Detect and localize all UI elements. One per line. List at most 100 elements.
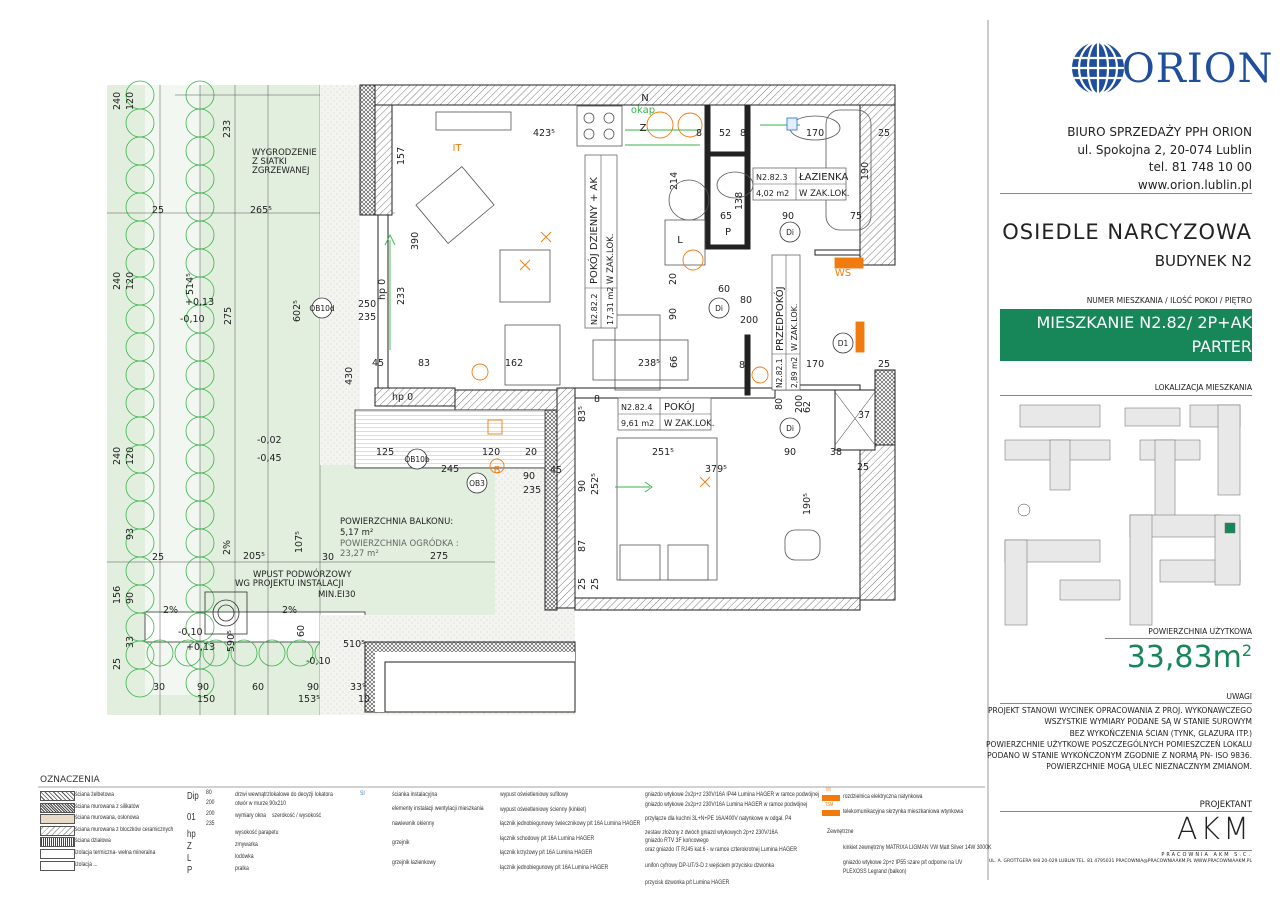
plan-tag: D1	[838, 339, 849, 348]
dimension-label: 25	[857, 462, 869, 473]
dimension-label: 90	[523, 471, 535, 482]
legend-symbol-label: pralka	[235, 865, 249, 872]
room-note: W ZAK.LOK.	[790, 304, 799, 351]
legend-symbol-value: 200	[206, 799, 215, 806]
lighting-legend-label: wypust oświetleniowy sufitowy	[500, 791, 569, 798]
balcony-area-label: POWIERZCHNIA BALKONU:	[340, 517, 453, 527]
dimension-label: 90	[782, 211, 794, 222]
fence-note: Z SIATKI	[252, 157, 287, 167]
dimension-label: 200	[740, 315, 758, 326]
room-id: N2.82.3	[756, 173, 787, 182]
dimension-label: 33	[125, 636, 136, 648]
board-icon	[822, 795, 840, 801]
ventilation	[384, 117, 800, 493]
room-area: 2,89 m2	[790, 357, 799, 388]
tag-circle	[779, 221, 801, 243]
building-name: BUDYNEK N2	[1154, 252, 1252, 270]
tag-circle	[406, 448, 428, 470]
dimension-label: 25	[590, 578, 601, 590]
fence-note: WYGRODZENIE	[252, 148, 317, 158]
room-label-hall: N2.82.1 2,89 m2 PRZEDPOKÓJ W ZAK.LOK.	[771, 254, 801, 391]
notes: PROJEKT STANOWI WYCINEK OPRACOWANIA Z PR…	[986, 705, 1252, 773]
dimension-label: 25	[878, 128, 890, 139]
note-line: BEZ WYKOŃCZENIA ŚCIAN (TYNK, GLAZURA ITP…	[1069, 728, 1252, 738]
hedge-icon	[230, 639, 258, 667]
dimension-label: 120	[125, 92, 136, 110]
wall-swatch-icon	[40, 791, 75, 801]
note-line: POWIERZCHNIE UŻYTKOWE POSZCZEGÓLNYCH POM…	[986, 739, 1252, 749]
dimension-label: 25	[152, 552, 164, 563]
dimension-label: 90	[577, 480, 588, 492]
dimension-label: 233	[396, 287, 407, 305]
wall-legend-label: ściana żelbetowa	[75, 791, 114, 798]
tag-circle	[311, 297, 333, 319]
dimension-label: 10	[358, 694, 370, 705]
dimension-label: 423⁵	[533, 128, 555, 139]
dimension-label: -0,45	[257, 453, 282, 464]
room-label-bathroom: N2.82.3 4,02 m2 ŁAZIENKA W ZAK.LOK.	[752, 167, 849, 201]
wall-swatch-icon	[40, 814, 75, 825]
dimension-label: 240	[112, 272, 123, 290]
sales-office: BIURO SPRZEDAŻY PPH ORION ul. Spokojna 2…	[1067, 124, 1252, 194]
location-caption: LOKALIZACJA MIESZKANIA	[1154, 383, 1252, 392]
balcony-area: 5,17 m²	[340, 528, 373, 538]
balcony	[354, 409, 546, 469]
legend-symbol: Z	[187, 841, 192, 852]
lighting-legend-label: wypust oświetleniowy ścienny (kinkiet)	[500, 805, 587, 813]
dimension-label: 153⁵	[298, 694, 320, 705]
dimension-label: 38	[830, 447, 842, 458]
dimension-label: 235	[358, 312, 376, 323]
area-caption: POWIERZCHNIA UŻYTKOWA	[1148, 627, 1252, 636]
room-note: W ZAK.LOK.	[606, 234, 616, 284]
room-label-living: N2.82.2 17,31 m2 POKÓJ DZIENNY + AK W ZA…	[584, 154, 618, 329]
estate-name: OSIEDLE NARCYZOWA	[1002, 220, 1252, 244]
divider	[1000, 811, 1252, 812]
socket-legend-label: oraz gniazdo IT RJ45 kat.6 - w ramce czt…	[645, 846, 798, 853]
room-label-bedroom: N2.82.4 9,61 m2 POKÓJ W ZAK.LOK.	[617, 397, 714, 431]
apartment-box: MIESZKANIE N2.82/ 2P+AK PARTER	[1000, 309, 1252, 361]
outdoor-legend-label: gniazdo wtykowe 2p+z IP55 szare p/t odpo…	[843, 859, 963, 866]
dimension-label: 235	[523, 485, 541, 496]
dimension-label: -0,10	[178, 627, 203, 638]
room-name: POKÓJ DZIENNY + AK	[587, 177, 600, 284]
drain-note: WG PROJEKTU INSTALACJI	[235, 579, 343, 589]
room-note: W ZAK.LOK.	[799, 189, 849, 199]
wall-swatch-icon	[40, 849, 75, 859]
divider	[1170, 850, 1252, 851]
fence-note: ZGRZEWANEJ	[252, 166, 310, 176]
globe-icon	[1072, 40, 1124, 96]
area-unit: 2	[1241, 641, 1252, 660]
plan-tag: Di	[715, 304, 723, 313]
dimension-label: 65	[720, 211, 732, 222]
drain-icon	[204, 591, 248, 635]
note-line: POWIERZCHNIE MOGĄ ULEC NIEZNACZNYM ZMIAN…	[1046, 762, 1252, 772]
dimension-label: 120	[482, 447, 500, 458]
dimension-label: 93	[125, 528, 136, 540]
tag-circle	[708, 297, 730, 319]
dimension-label: -0,10	[306, 656, 331, 667]
dimension-label: 265⁵	[250, 205, 272, 216]
room-id: N2.82.1	[775, 358, 784, 388]
board-legend-label: rozdzielnica elektryczna natynkowa	[843, 793, 923, 800]
dimension-label: 62	[802, 401, 813, 413]
note-line: PODANO W STANIE WYKOŃCZONYM ZGODNIE Z NO…	[987, 751, 1252, 761]
dimension-label: 120	[125, 272, 136, 290]
office-website[interactable]: www.orion.lublin.pl	[1137, 177, 1252, 192]
office-address: ul. Spokojna 2, 20-074 Lublin	[1077, 142, 1252, 157]
legend-symbol-value: 200	[206, 810, 215, 817]
room-name: POKÓJ	[664, 400, 695, 413]
location-map	[1004, 404, 1241, 626]
dimension-label: 250	[358, 299, 376, 310]
dimension-label: 8	[594, 394, 600, 405]
dimension-label: +0,13	[185, 297, 214, 308]
dimension-label: 83	[418, 358, 430, 369]
office-phone: tel. 81 748 10 00	[1148, 160, 1252, 174]
dimension-label: +0,13	[186, 642, 215, 653]
garden-area: 23,27 m²	[340, 549, 379, 559]
dimension-label: 90	[784, 447, 796, 458]
dimension-label: 33⁹	[350, 682, 366, 693]
legend-symbol-label: wymiary okna	[235, 812, 266, 819]
dimension-label: 8	[740, 128, 746, 139]
dimension-label: 157	[396, 147, 407, 165]
